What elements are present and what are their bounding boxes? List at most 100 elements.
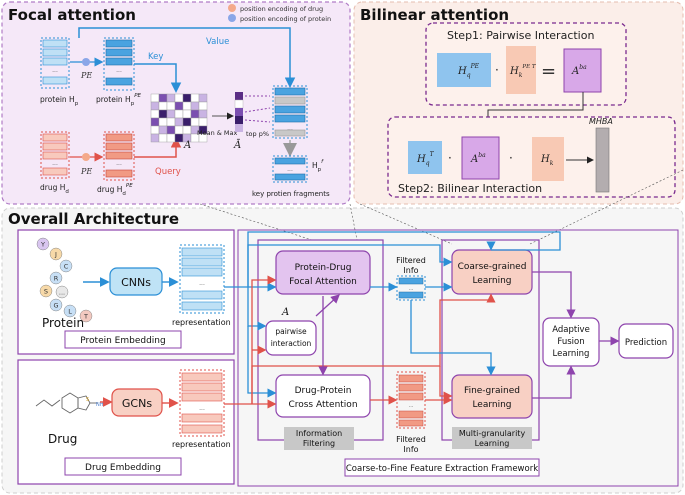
svg-text:...: ... <box>52 160 58 167</box>
matrix-cell <box>174 109 184 119</box>
matrix-cell <box>190 101 200 111</box>
protein-hp-stack: ... <box>40 37 70 89</box>
dp-cross-label-2: Cross Attention <box>288 400 357 410</box>
matrix-cell <box>166 125 176 135</box>
svg-text:...: ... <box>116 160 122 167</box>
overall-title: Overall Architecture <box>8 210 179 228</box>
svg-text:protein Hp: protein Hp <box>40 95 79 107</box>
query-label: Query <box>155 167 181 177</box>
residue-circle <box>59 259 73 273</box>
svg-text:protein HpPE: protein Hp PE <box>96 93 142 107</box>
step1-equals: = <box>541 61 556 82</box>
matrix-cell <box>182 125 192 135</box>
a-bar-label: Ā <box>233 139 241 151</box>
protein-label: Protein <box>42 316 84 330</box>
fragments-label: key protien fragments <box>252 190 330 198</box>
matrix-cell <box>158 133 168 143</box>
protein-drug-focal-block <box>275 250 371 295</box>
matrix-cell <box>166 93 176 103</box>
step1-dot: · <box>495 63 499 77</box>
matrix-cell <box>166 101 176 111</box>
aba-block-step1 <box>563 48 602 93</box>
matrix-cell <box>198 101 208 111</box>
matrix-cell <box>174 93 184 103</box>
pairwise-label-2: interaction <box>271 339 312 348</box>
residue-circle <box>63 304 77 318</box>
fine-label-1: Fine-grained <box>464 386 520 396</box>
hk-sub: k <box>550 160 554 167</box>
drug-hd-pe-stack: ... <box>103 131 135 181</box>
drug-representation-stack: ... <box>179 369 225 437</box>
matrix-cell <box>182 101 192 111</box>
svg-text:...: ... <box>287 166 293 173</box>
pe-top-label: PE <box>80 71 92 80</box>
protein-hp-pe-stack: ... <box>103 37 135 91</box>
svg-text:drug Hd: drug Hd <box>40 183 69 195</box>
matrix-cell <box>198 133 208 143</box>
svg-text:...: ... <box>199 405 205 412</box>
hk-pe-label: H <box>509 66 519 77</box>
protein-hp-pe-sub: p <box>131 101 135 107</box>
residue-letter: T <box>83 313 88 321</box>
coarse-label-1: Coarse-grained <box>458 262 527 272</box>
framework-tag <box>344 458 540 477</box>
residue-letter: C <box>64 263 69 271</box>
filtered-top-label-2: Info <box>403 266 418 275</box>
matrix-cell <box>174 117 184 127</box>
a-bar-vector <box>234 92 244 132</box>
matrix-cell <box>158 109 168 119</box>
protein-pe-legend-icon <box>228 14 236 22</box>
drug-representation-label: representation <box>172 440 231 449</box>
drug-hd-stack: ... <box>40 131 70 179</box>
multi-granularity-tag <box>452 427 532 449</box>
residue-circle <box>39 284 53 298</box>
matrix-a-label: A <box>183 140 191 151</box>
matrix-cell <box>198 93 208 103</box>
hq-t-block <box>408 141 442 174</box>
drug-pe-legend-icon <box>228 4 236 12</box>
fine-label-2: Learning <box>472 400 511 410</box>
matrix-cell <box>174 133 184 143</box>
gcns-label: GCNs <box>122 397 152 410</box>
prediction-label: Prediction <box>625 338 667 348</box>
matrix-cell <box>190 93 200 103</box>
matrix-cell <box>150 125 160 135</box>
matrix-cell <box>182 93 192 103</box>
matrix-cell <box>150 117 160 127</box>
filtered-top-label-1: Filtered <box>396 256 426 265</box>
matrix-cell <box>158 125 168 135</box>
residue-circle <box>36 237 50 251</box>
bilinear-attention-panel: Bilinear attention Step1: Pairwise Inter… <box>353 1 684 205</box>
matrix-cell <box>150 101 160 111</box>
aba-sup-2: ba <box>478 152 486 159</box>
protein-hp-pe-sup: PE <box>134 93 141 99</box>
protein-hp-pe-label: protein H <box>96 95 131 104</box>
pairwise-label-1: pairwise <box>275 327 307 336</box>
mean-max-label: Mean & Max <box>197 129 238 137</box>
matrix-cell <box>182 109 192 119</box>
svg-text:Aba: Aba <box>470 152 486 165</box>
residue-circle <box>49 271 63 285</box>
svg-text:...: ... <box>287 125 293 132</box>
drug-pe-circle-icon <box>82 153 90 161</box>
residue-letter: G <box>53 302 58 310</box>
focal-title: Focal attention <box>8 6 136 24</box>
coarse-label-2: Learning <box>472 276 511 286</box>
value-stack: ... <box>272 85 308 139</box>
dp-cross-label-1: Drug-Protein <box>295 386 352 396</box>
pd-focal-label-2: Focal Attention <box>289 277 357 287</box>
matrix-cell <box>150 109 160 119</box>
drug-embedding-label: Drug Embedding <box>85 463 161 473</box>
adaptive-label-3: Learning <box>553 349 590 359</box>
aba-block-step2 <box>461 136 500 180</box>
hf-sub: p <box>318 167 322 173</box>
matrix-cell <box>174 101 184 111</box>
matrix-cell <box>150 133 160 143</box>
residue-circle <box>55 285 69 299</box>
residue-circle <box>49 247 63 261</box>
protein-representation-stack: ... <box>179 244 225 314</box>
hq-pe-sub: q <box>467 72 471 79</box>
drug-label: Drug <box>48 432 77 446</box>
